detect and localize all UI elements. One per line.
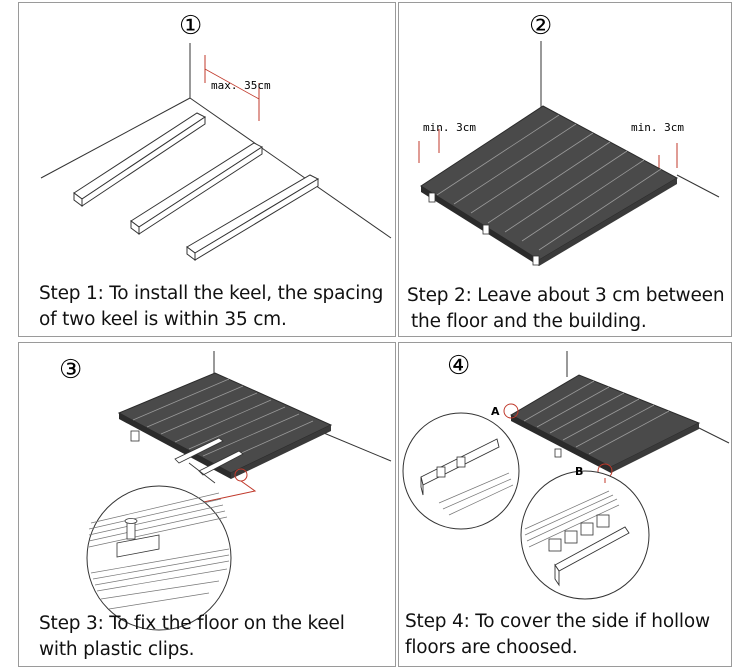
wall-right-edge — [318, 430, 392, 462]
keel-end — [532, 255, 540, 266]
step-caption: Step 1: To install the keel, the spacing… — [39, 281, 383, 333]
detail-circle-b — [520, 470, 650, 600]
keel — [198, 450, 244, 476]
caption-line-2: with plastic clips. — [39, 639, 195, 660]
caption-line-2: of two keel is within 35 cm. — [39, 309, 287, 330]
min-gap-label-left: min. 3cm — [423, 121, 476, 134]
deck-front-edge — [421, 186, 539, 266]
step-1-panel: ① max. 35cm Step 1: To install the keel,… — [18, 2, 396, 337]
clip-fixing-illustration — [86, 351, 392, 631]
step-caption: Step 2: Leave about 3 cm between the flo… — [407, 283, 725, 335]
step-caption: Step 4: To cover the side if hollow floo… — [405, 609, 710, 661]
callout-leader — [198, 480, 257, 504]
floor-gap-illustration — [418, 41, 720, 266]
step-2-panel: ② min. 3cm min. 3cm Step 2: Leave about … — [398, 2, 732, 337]
keel-spacing-illustration — [40, 43, 392, 261]
callout-marker-a — [503, 403, 519, 419]
caption-line-2: the floor and the building. — [411, 311, 647, 332]
step-3-panel: ③ Step 3: To fix the floor on the keel w… — [18, 342, 396, 667]
spacing-dimension — [188, 462, 216, 484]
keel-end — [130, 430, 140, 442]
keel-2 — [130, 142, 264, 235]
caption-line-1: Step 2: Leave about 3 cm between — [407, 285, 725, 306]
wall-right-edge — [676, 174, 720, 198]
dimension-line — [204, 68, 260, 100]
step-number: ③ — [59, 355, 83, 385]
board-seams — [436, 114, 662, 251]
keel-end — [428, 192, 436, 203]
caption-line-1: Step 1: To install the keel, the spacing — [39, 283, 384, 304]
detail-circle-a — [402, 412, 520, 530]
step-number: ② — [529, 11, 553, 41]
deck-side-edge — [539, 178, 677, 266]
step-caption: Step 3: To fix the floor on the keel wit… — [39, 611, 345, 663]
step-4-panel: ④ A B Step 4: To cover the side if hollo… — [398, 342, 732, 667]
board-seams — [523, 380, 670, 455]
keel-end — [554, 448, 562, 458]
max-spacing-label: max. 35cm — [211, 79, 271, 92]
deck-side-edge — [231, 425, 331, 479]
detail-label-a: A — [491, 405, 500, 418]
caption-line-1: Step 3: To fix the floor on the keel — [39, 613, 345, 634]
deck-side-edge — [611, 423, 699, 473]
caption-line-1: Step 4: To cover the side if hollow — [405, 611, 710, 632]
detail-label-b: B — [575, 465, 584, 478]
keel — [174, 437, 224, 464]
keel-end — [482, 224, 490, 235]
step-number: ④ — [447, 351, 471, 381]
floor-right-edge — [189, 97, 392, 239]
deck-front-edge — [511, 415, 611, 473]
keel-3 — [186, 174, 320, 261]
deck-front-edge — [119, 413, 231, 479]
side-cover-illustration — [402, 351, 730, 600]
step-number: ① — [179, 11, 203, 41]
keel-1 — [73, 112, 206, 207]
min-gap-label-right: min. 3cm — [631, 121, 684, 134]
clip-detail-circle — [86, 485, 232, 631]
caption-line-2: floors are choosed. — [405, 637, 578, 658]
floor-left-edge — [40, 97, 191, 179]
